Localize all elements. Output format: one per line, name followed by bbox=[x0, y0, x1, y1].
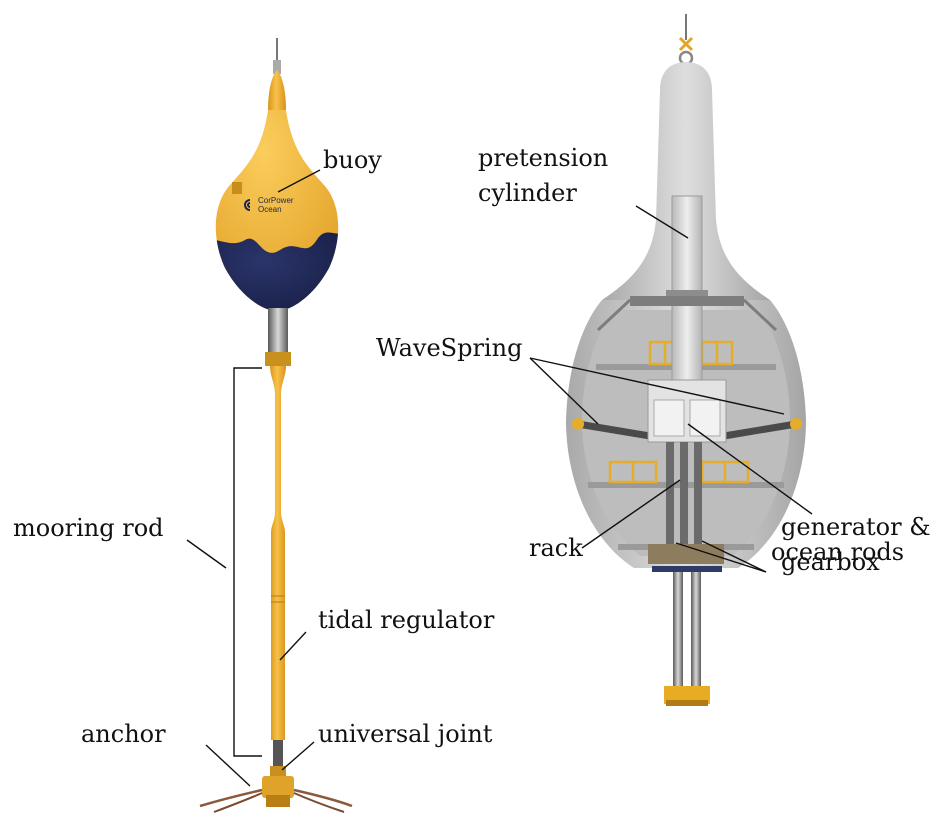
label-anchor: anchor bbox=[81, 720, 166, 748]
label-pretension-line2: cylinder bbox=[478, 179, 577, 207]
label-wavespring: WaveSpring bbox=[376, 334, 522, 362]
mooring-rod-shape bbox=[270, 366, 286, 740]
antenna-mast bbox=[273, 38, 281, 74]
logo-line1: CorPower bbox=[258, 196, 294, 205]
label-pretension-line1: pretension bbox=[478, 144, 608, 172]
label-universal-joint: universal joint bbox=[318, 720, 493, 748]
leader-universal-joint bbox=[282, 742, 314, 770]
label-ocean-rods: ocean rods bbox=[771, 538, 904, 566]
label-generator-line1: generator & bbox=[781, 513, 931, 541]
generator-gearbox-shape bbox=[648, 380, 726, 442]
ocean-rods-shape bbox=[664, 572, 710, 706]
label-mooring-rod: mooring rod bbox=[13, 514, 164, 542]
leader-mooring-rod bbox=[187, 540, 226, 568]
rack-shape bbox=[666, 442, 702, 546]
buoy-side-box bbox=[232, 182, 242, 194]
right-device-cutaway bbox=[566, 14, 806, 706]
label-buoy: buoy bbox=[323, 146, 382, 174]
leader-anchor bbox=[206, 745, 250, 786]
mooring-rod-bracket bbox=[234, 368, 262, 756]
anchor-shape bbox=[200, 776, 352, 812]
label-rack: rack bbox=[529, 534, 583, 562]
logo-line2: Ocean bbox=[258, 205, 282, 214]
universal-joint-shape bbox=[270, 740, 286, 776]
left-ocean-rods bbox=[265, 308, 291, 366]
buoy: CorPower Ocean bbox=[200, 60, 360, 330]
hull-bottom-ring bbox=[652, 566, 722, 572]
label-tidal-regulator: tidal regulator bbox=[318, 606, 495, 634]
top-shackle bbox=[680, 14, 692, 64]
